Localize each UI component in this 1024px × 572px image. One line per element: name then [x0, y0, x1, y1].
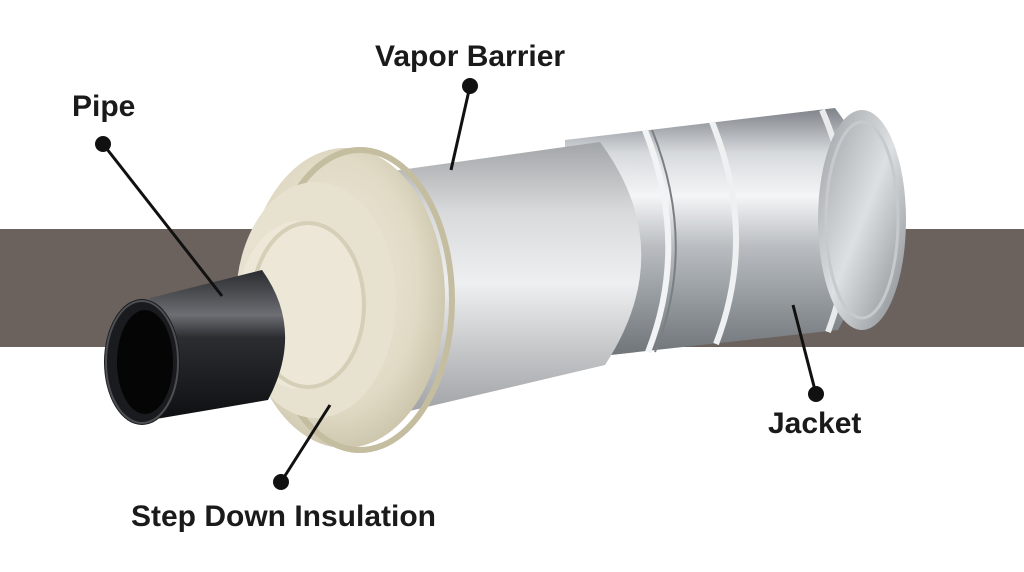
jacket-end-rim	[824, 120, 900, 320]
label-vapor-barrier: Vapor Barrier	[375, 40, 566, 73]
jacket-groove-2	[709, 120, 739, 346]
callout-dot-vapor	[462, 78, 478, 94]
callout-dot-jacket	[808, 386, 824, 402]
callout-dot-step	[273, 474, 289, 490]
pipe-end-highlight	[105, 300, 179, 424]
callout-line-jacket	[791, 304, 818, 395]
callout-line-vapor	[449, 85, 472, 171]
label-jacket: Jacket	[768, 407, 862, 440]
callout-line-step	[279, 404, 332, 483]
pipe-body	[150, 270, 286, 420]
jacket-groove-1	[642, 128, 672, 354]
pipe-opening	[117, 310, 173, 414]
callout-line-pipe	[101, 143, 224, 297]
jacket-end-cap	[818, 110, 906, 330]
label-step-down-insulation: Step Down Insulation	[131, 500, 436, 533]
label-pipe: Pipe	[72, 90, 136, 123]
callout-dot-pipe	[95, 136, 111, 152]
jacket-groove-shadow	[651, 129, 677, 353]
